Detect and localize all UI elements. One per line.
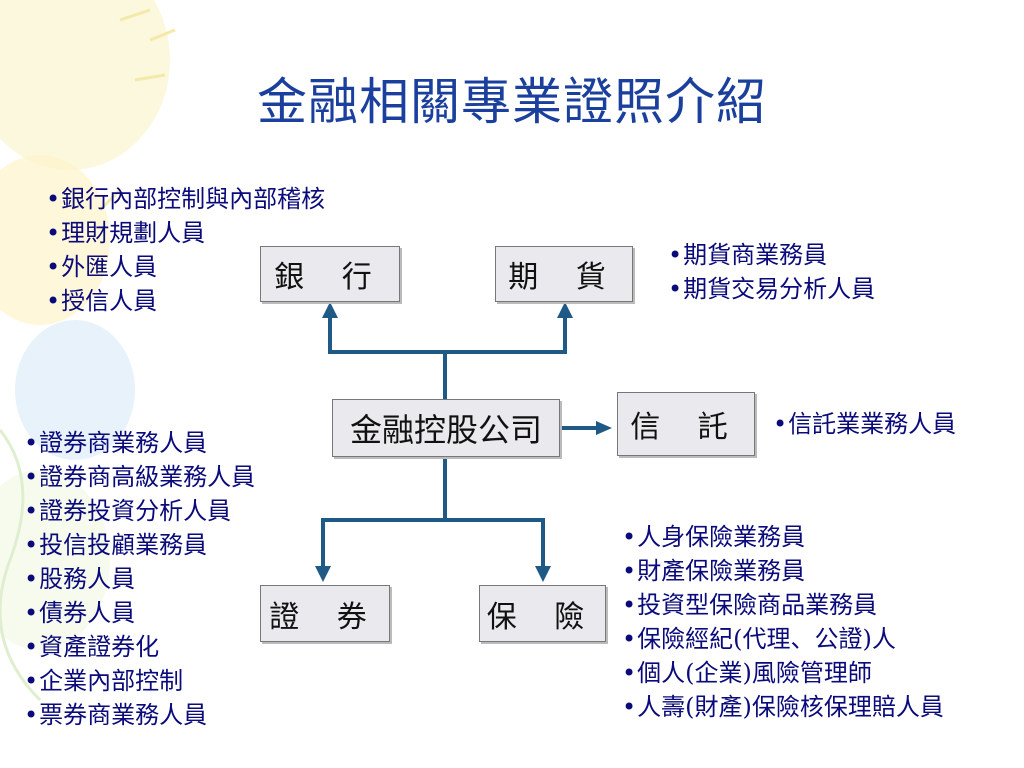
insurance-license-list: 人身保險業務員 財產保險業務員 投資型保險商品業務員 保險經紀(代理、公證)人 … [622, 520, 944, 724]
list-item: 期貨交易分析人員 [668, 272, 875, 306]
node-futures: 期 貨 [495, 246, 633, 302]
list-item: 投信投顧業務員 [24, 528, 255, 562]
list-item: 外匯人員 [46, 250, 325, 284]
node-insurance: 保 險 [479, 585, 606, 642]
node-financial-holding-company: 金融控股公司 [332, 399, 560, 457]
list-item: 銀行內部控制與內部稽核 [46, 182, 325, 216]
trust-license-list: 信託業業務人員 [773, 407, 956, 441]
list-item: 期貨商業務員 [668, 238, 875, 272]
list-item: 企業內部控制 [24, 664, 255, 698]
list-item: 票券商業務人員 [24, 698, 255, 732]
node-futures-label: 期 貨 [508, 260, 620, 295]
list-item: 保險經紀(代理、公證)人 [622, 622, 944, 656]
list-item: 證券商高級業務人員 [24, 460, 255, 494]
arrow-up-futures [557, 302, 573, 318]
list-item: 證券商業務人員 [24, 426, 255, 460]
list-item: 個人(企業)風險管理師 [622, 656, 944, 690]
list-item: 債券人員 [24, 596, 255, 630]
node-securities-label: 證 券 [269, 599, 381, 635]
list-item: 人壽(財產)保險核保理賠人員 [622, 690, 944, 724]
list-item: 投資型保險商品業務員 [622, 588, 944, 622]
list-item: 人身保險業務員 [622, 520, 944, 554]
list-item: 股務人員 [24, 562, 255, 596]
list-item: 理財規劃人員 [46, 216, 325, 250]
arrow-up-bank [322, 302, 338, 318]
arrow-down-securities [315, 566, 331, 582]
securities-license-list: 證券商業務人員 證券商高級業務人員 證券投資分析人員 投信投顧業務員 股務人員 … [24, 426, 255, 732]
node-trust: 信 託 [617, 392, 755, 456]
list-item: 信託業業務人員 [773, 407, 956, 441]
arrow-down-insurance [535, 566, 551, 582]
arrow-right-trust [596, 421, 612, 435]
page-title: 金融相關專業證照介紹 [257, 73, 767, 131]
list-item: 財產保險業務員 [622, 554, 944, 588]
node-trust-label: 信 託 [630, 410, 742, 445]
list-item: 授信人員 [46, 284, 325, 318]
futures-license-list: 期貨商業務員 期貨交易分析人員 [668, 238, 875, 306]
node-insurance-label: 保 險 [486, 599, 599, 635]
node-center-label: 金融控股公司 [349, 411, 542, 449]
bank-license-list: 銀行內部控制與內部稽核 理財規劃人員 外匯人員 授信人員 [46, 182, 325, 318]
list-item: 證券投資分析人員 [24, 494, 255, 528]
list-item: 資產證券化 [24, 630, 255, 664]
node-securities: 證 券 [260, 585, 390, 642]
